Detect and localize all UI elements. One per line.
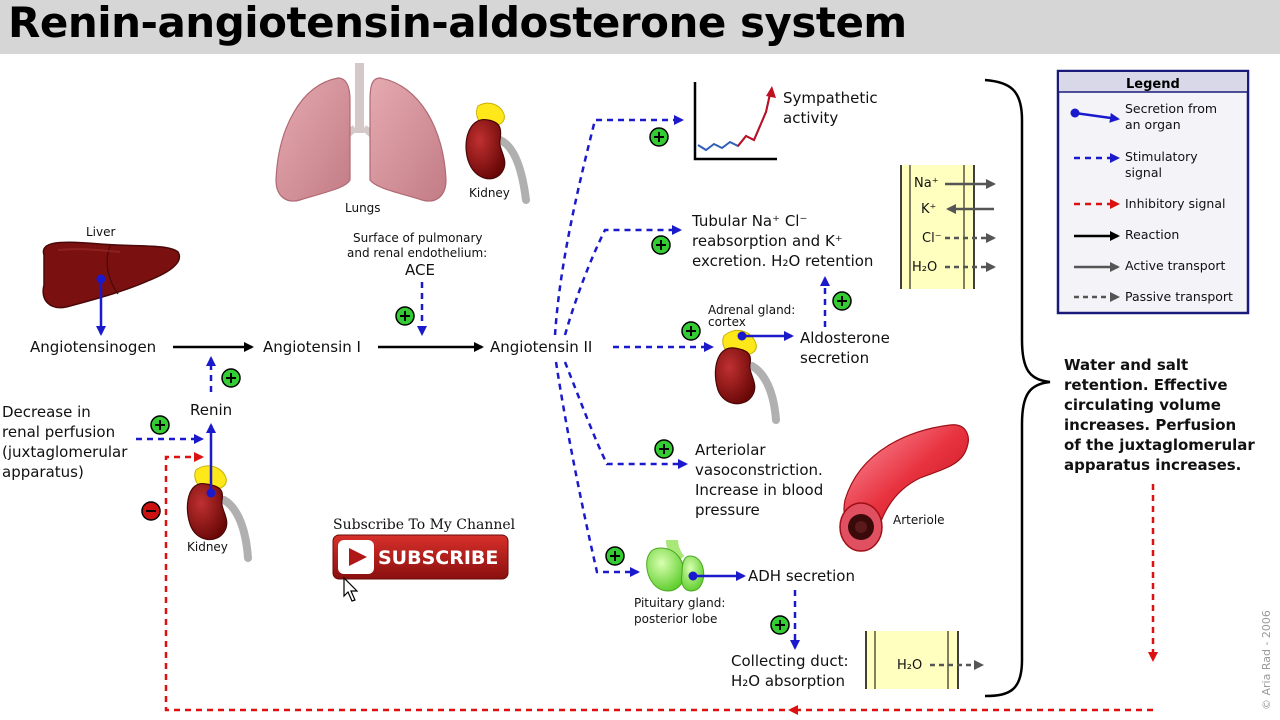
surface-label: and renal endothelium: xyxy=(347,246,487,260)
legend-item-label: Reaction xyxy=(1125,227,1179,242)
inhibitory-arrows xyxy=(164,452,1158,715)
outcome-label: Water and salt xyxy=(1064,356,1188,374)
plus-icon xyxy=(654,439,674,459)
adh-label: ADH secretion xyxy=(748,567,855,585)
plus-icon xyxy=(221,368,241,388)
secretion-arrow xyxy=(737,331,794,341)
stimulatory-arrows xyxy=(136,115,830,650)
adrenal-label: cortex xyxy=(708,315,746,329)
pituitary-label: Pituitary gland: xyxy=(634,596,725,610)
plus-icon xyxy=(681,321,701,341)
page-title: Renin-angiotensin-aldosterone system xyxy=(8,0,907,47)
lungs-icon xyxy=(275,63,447,202)
renin-label: Renin xyxy=(190,401,232,419)
copyright-label: © Aria Rad - 2006 xyxy=(1260,610,1273,710)
subscribe-widget[interactable]: Subscribe To My Channel SUBSCRIBE xyxy=(332,517,516,602)
decrease-label: apparatus) xyxy=(2,463,84,481)
decrease-label: Decrease in xyxy=(2,403,91,421)
secretion-arrow xyxy=(96,274,106,336)
outcome-label: retention. Effective xyxy=(1064,376,1228,394)
secretion-arrow xyxy=(206,423,216,498)
tubular-label: Tubular Na⁺ Cl⁻ xyxy=(691,212,807,230)
arteriole-icon xyxy=(839,424,969,552)
adrenal-label: Adrenal gland: xyxy=(708,303,795,317)
arteriole-label: Arteriole xyxy=(893,513,945,527)
ion-h2o-label: H₂O xyxy=(912,260,937,275)
tubular-label: excretion. H₂O retention xyxy=(692,252,873,270)
cursor-icon xyxy=(343,576,359,602)
legend-item-label: Secretion from xyxy=(1125,101,1217,116)
duct-h2o-label: H₂O xyxy=(897,658,922,673)
ion-cl-label: Cl⁻ xyxy=(922,231,942,246)
brace xyxy=(984,78,1051,698)
legend-item-label: Inhibitory signal xyxy=(1125,196,1225,211)
legend-item-label: Active transport xyxy=(1125,258,1225,273)
legend-item-label: signal xyxy=(1125,165,1162,180)
angiotensinogen-label: Angiotensinogen xyxy=(30,338,156,356)
subscribe-button-label: SUBSCRIBE xyxy=(378,547,498,569)
sympathetic-label: activity xyxy=(783,109,838,127)
lungs-label: Lungs xyxy=(345,201,381,215)
collecting-label: H₂O absorption xyxy=(731,672,845,690)
arteriolar-label: pressure xyxy=(695,501,760,519)
aldosterone-label: secretion xyxy=(800,349,869,367)
legend-title: Legend xyxy=(1126,77,1180,92)
liver-icon xyxy=(42,241,181,309)
subscribe-caption: Subscribe To My Channel xyxy=(333,517,516,533)
ion-k-label: K⁺ xyxy=(921,202,936,217)
legend-item-label: Passive transport xyxy=(1125,289,1233,304)
decrease-label: renal perfusion xyxy=(2,423,115,441)
plus-icon xyxy=(395,306,415,326)
ion-transport-panel xyxy=(900,165,996,289)
duct-panel xyxy=(865,631,984,689)
plus-icon xyxy=(832,291,852,311)
secretion-arrow xyxy=(688,571,746,581)
legend-item-label: an organ xyxy=(1125,117,1181,132)
plus-icon xyxy=(649,127,669,147)
outcome-label: of the juxtaglomerular xyxy=(1064,436,1255,454)
adrenal-icon xyxy=(714,329,780,424)
liver-label: Liver xyxy=(86,225,116,239)
plus-icon xyxy=(605,546,625,566)
plus-icon xyxy=(770,615,790,635)
pituitary-icon xyxy=(646,539,705,592)
ion-na-label: Na⁺ xyxy=(914,176,939,191)
arteriolar-label: Increase in blood xyxy=(695,481,823,499)
aldosterone-label: Aldosterone xyxy=(800,329,890,347)
decrease-label: (juxtaglomerular xyxy=(2,443,128,461)
kidney-label: Kidney xyxy=(187,540,228,554)
subscribe-button[interactable] xyxy=(332,534,509,580)
arteriolar-label: vasoconstriction. xyxy=(695,461,823,479)
legend: Legend Secretion from an organ Stimulato… xyxy=(1056,69,1250,315)
tubular-label: reabsorption and K⁺ xyxy=(692,232,843,250)
ace-label: ACE xyxy=(405,261,435,279)
kidney-icon xyxy=(465,102,530,204)
arteriolar-label: Arteriolar xyxy=(695,441,766,459)
minus-icon xyxy=(141,501,161,521)
outcome-label: increases. Perfusion xyxy=(1064,416,1236,434)
angiotensin-ii-label: Angiotensin II xyxy=(490,338,592,356)
pituitary-label: posterior lobe xyxy=(634,612,717,626)
legend-item-label: Stimulatory xyxy=(1125,149,1198,164)
outcome-label: apparatus increases. xyxy=(1064,456,1241,474)
sympathetic-label: Sympathetic xyxy=(783,89,878,107)
kidney-label: Kidney xyxy=(469,186,510,200)
surface-label: Surface of pulmonary xyxy=(353,231,483,245)
outcome-label: circulating volume xyxy=(1064,396,1221,414)
plus-icon xyxy=(651,235,671,255)
graph-icon xyxy=(693,82,777,161)
angiotensin-i-label: Angiotensin I xyxy=(263,338,361,356)
title-bar xyxy=(0,0,1280,54)
collecting-label: Collecting duct: xyxy=(731,652,849,670)
plus-icon xyxy=(150,415,170,435)
